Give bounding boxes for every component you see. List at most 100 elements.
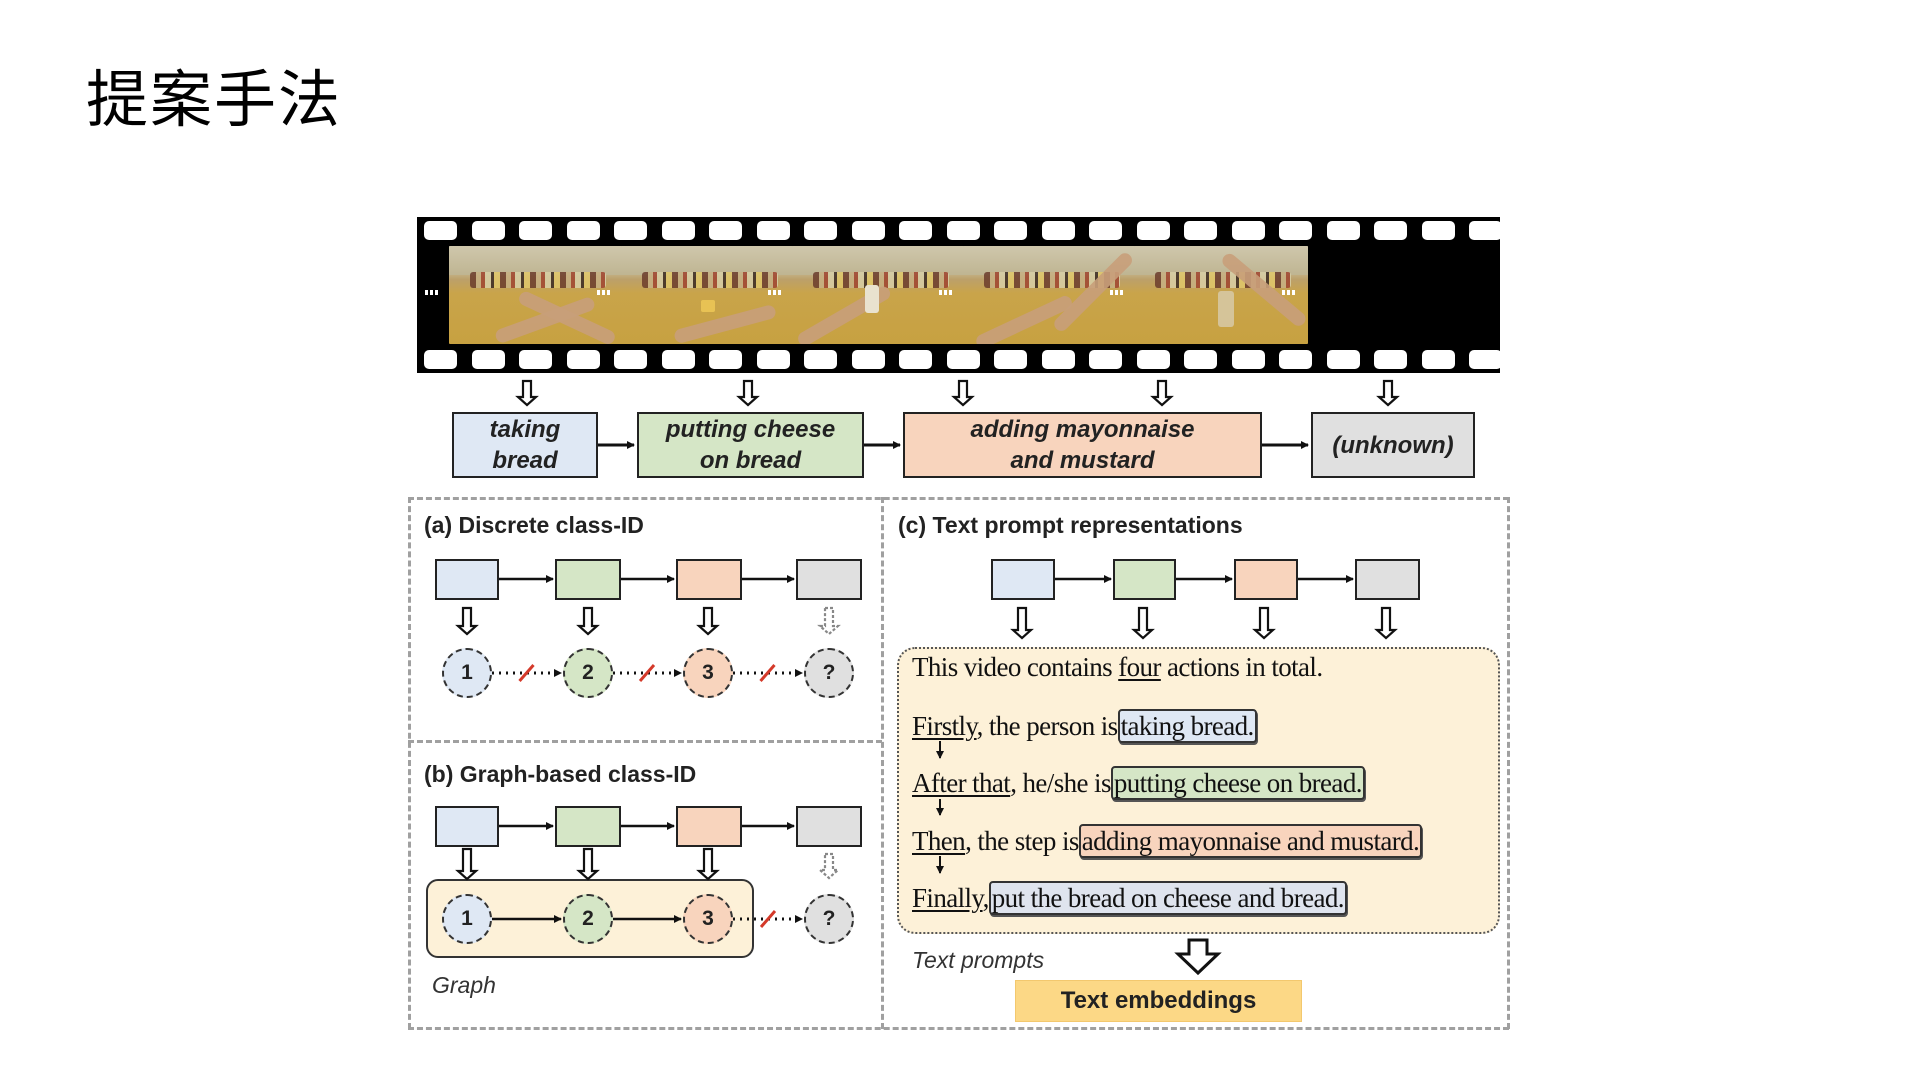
sprocket-hole <box>1469 350 1502 369</box>
action-tag-putting-cheese: putting cheese on bread. <box>1110 766 1365 800</box>
segment-box-orange <box>676 559 742 600</box>
prompt-order-word: Firstly <box>912 711 977 741</box>
sprocket-hole <box>994 350 1027 369</box>
sprocket-hole <box>661 350 695 369</box>
sprocket-hole <box>471 350 505 369</box>
class-id-node-1: 1 <box>442 648 492 698</box>
prompt-count-word: four <box>1118 652 1161 682</box>
video-frame <box>792 246 966 344</box>
prompt-text: actions in total. <box>1160 652 1323 682</box>
sprocket-hole <box>1279 221 1312 240</box>
sprocket-hole <box>566 350 600 369</box>
prompt-text: , the step is <box>965 826 1079 856</box>
text-embeddings-box: Text embeddings <box>1015 980 1302 1022</box>
sprocket-hole <box>1041 221 1075 240</box>
ellipsis-marker <box>425 290 439 295</box>
dashed-down-arrow-icon <box>817 606 841 636</box>
down-arrow-icon <box>1252 606 1276 640</box>
broken-link-mark <box>759 664 776 682</box>
sprocket-hole <box>566 221 600 240</box>
sprocket-hole <box>709 221 742 240</box>
prompt-line-summary: This video contains four actions in tota… <box>912 652 1323 683</box>
graph-node-3: 3 <box>683 894 733 944</box>
down-arrow-icon <box>576 606 600 636</box>
broken-link-mark <box>638 664 656 682</box>
panel-divider-vertical <box>881 497 884 1029</box>
sprocket-hole <box>851 221 885 240</box>
sprocket-hole <box>994 221 1027 240</box>
segment-box-gray <box>796 559 862 600</box>
sprocket-hole <box>1279 350 1312 369</box>
panel-border-bottom <box>408 1027 1509 1030</box>
prompt-text: , he/she is <box>1010 768 1111 798</box>
broken-link-mark <box>759 910 777 928</box>
dashed-down-arrow-icon <box>817 852 841 880</box>
graph-node-1: 1 <box>442 894 492 944</box>
ellipsis-marker <box>597 290 611 295</box>
sprocket-hole <box>756 221 790 240</box>
graph-node-unknown: ? <box>804 894 854 944</box>
down-arrow-icon <box>455 847 479 881</box>
prompt-text: , the person is <box>976 711 1119 741</box>
graph-label: Graph <box>432 972 496 998</box>
sprocket-hole <box>424 221 457 240</box>
segment-box-green <box>555 559 621 600</box>
action-box-adding-mayonnaise: adding mayonnaise and mustard <box>903 412 1262 478</box>
embedding-arrow-icon <box>1174 938 1222 976</box>
down-arrow-icon <box>576 847 600 881</box>
down-arrow-icon <box>951 379 975 407</box>
sprocket-hole <box>1374 350 1407 369</box>
sprocket-hole <box>1326 221 1360 240</box>
segment-box-green <box>555 806 621 847</box>
down-arrow-icon <box>515 379 539 407</box>
sprocket-hole <box>946 350 980 369</box>
sprocket-hole <box>1041 350 1075 369</box>
down-arrow-icon <box>455 606 479 636</box>
action-box-taking-bread: taking bread <box>452 412 598 478</box>
video-frame <box>449 246 623 344</box>
action-tag-adding-mayonnaise: adding mayonnaise and mustard. <box>1078 824 1423 858</box>
down-arrow-icon <box>1010 606 1034 640</box>
segment-box-orange <box>1234 559 1298 600</box>
segment-box-orange <box>676 806 742 847</box>
sprocket-hole <box>804 350 837 369</box>
sprocket-hole <box>1231 350 1265 369</box>
sprocket-hole <box>899 221 932 240</box>
ellipsis-marker <box>1110 290 1124 295</box>
video-frame <box>1134 246 1308 344</box>
video-film-strip <box>417 217 1502 373</box>
sprocket-hole <box>756 350 790 369</box>
sprocket-hole <box>661 221 695 240</box>
broken-link-mark <box>518 664 535 682</box>
segment-box-blue <box>991 559 1055 600</box>
action-box-unknown: (unknown) <box>1311 412 1475 478</box>
sprocket-hole <box>1136 221 1170 240</box>
class-id-node-2: 2 <box>563 648 613 698</box>
sprocket-hole <box>1421 221 1455 240</box>
prompt-order-word: Then <box>912 826 966 856</box>
sprocket-hole <box>1231 221 1265 240</box>
down-arrow-icon <box>736 379 760 407</box>
panel-a-title: (a) Discrete class-ID <box>424 512 644 538</box>
down-arrow-icon <box>696 847 720 881</box>
segment-box-gray <box>1355 559 1420 600</box>
segment-box-blue <box>435 806 499 847</box>
panel-border-right <box>1507 497 1510 1029</box>
action-box-putting-cheese: putting cheese on bread <box>637 412 864 478</box>
sprocket-hole <box>424 350 457 369</box>
text-prompts-label: Text prompts <box>912 947 1045 973</box>
class-id-node-unknown: ? <box>804 648 854 698</box>
sprocket-hole <box>519 221 552 240</box>
class-id-node-3: 3 <box>683 648 733 698</box>
video-frame <box>621 246 795 344</box>
video-frame <box>963 246 1137 344</box>
segment-box-gray <box>796 806 862 847</box>
sprocket-hole <box>1184 350 1217 369</box>
action-tag-put-bread: put the bread on cheese and bread. <box>988 881 1347 915</box>
sprocket-hole <box>614 221 647 240</box>
sprocket-hole <box>899 350 932 369</box>
sprocket-hole <box>1089 221 1122 240</box>
